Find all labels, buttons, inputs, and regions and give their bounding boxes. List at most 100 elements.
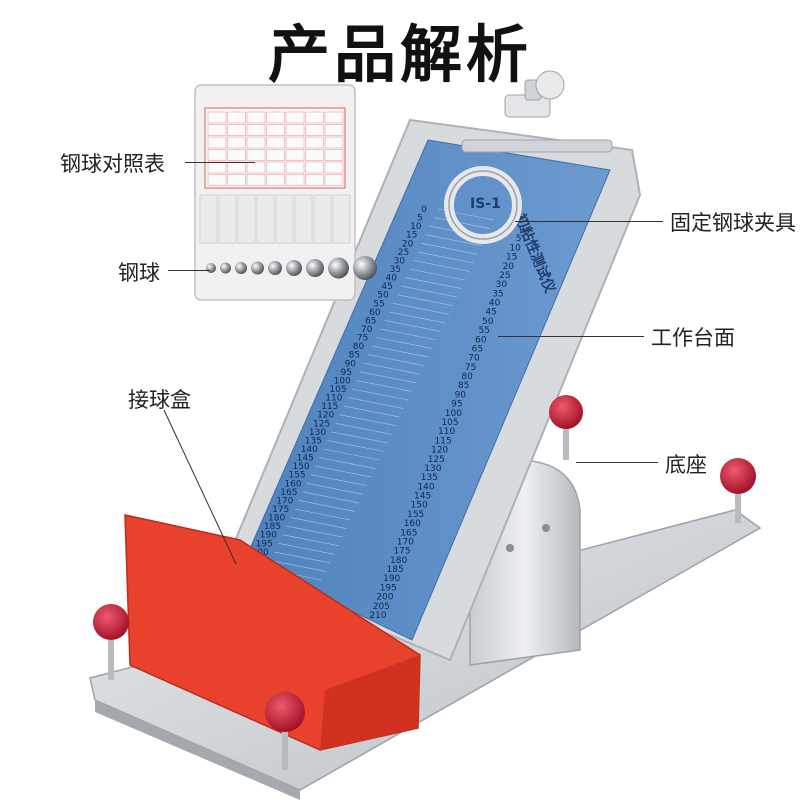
right-scale-label: 10	[509, 243, 521, 253]
chart-cell	[305, 136, 324, 149]
right-scale-label: 205	[373, 602, 390, 612]
right-scale-label: 35	[492, 289, 503, 299]
chart-cell	[207, 124, 227, 136]
right-scale-label: 90	[455, 390, 467, 400]
left-scale-label: 175	[272, 505, 289, 515]
scale-rule-line	[413, 260, 470, 272]
compartment	[313, 194, 332, 244]
right-scale-label: 190	[383, 574, 400, 584]
left-scale-label: 45	[381, 282, 392, 292]
steel-ball	[220, 262, 231, 274]
right-scale-label: 105	[441, 418, 458, 428]
right-scale-label: 155	[407, 510, 424, 520]
left-scale-label: 30	[394, 256, 406, 266]
chart-cell	[266, 161, 285, 174]
right-scale-label: 15	[506, 253, 517, 263]
left-scale-label: 130	[309, 428, 326, 438]
ball-clamp: IS-1	[444, 70, 613, 244]
chart-cell	[324, 161, 344, 174]
scale-rule-line	[319, 457, 376, 469]
right-scale-label: 185	[387, 565, 404, 575]
right-scale-label: 85	[458, 381, 469, 391]
right-scale-label: 150	[411, 501, 428, 511]
scale-markings: 0510152025303540455055606570758085909510…	[243, 205, 525, 621]
right-scale-label: 5	[516, 234, 522, 244]
scale-rule-line	[282, 534, 339, 546]
chart-cell	[246, 174, 266, 186]
left-scale-label: 20	[402, 239, 414, 249]
chart-cell	[266, 111, 285, 124]
left-scale-label: 85	[349, 351, 360, 361]
right-scale-label: 75	[465, 363, 476, 373]
leader-catch-box	[163, 409, 237, 565]
scale-rule-line	[335, 423, 392, 435]
left-scale-label: 165	[280, 488, 297, 498]
label-ball-chart: 钢球对照表	[60, 152, 165, 176]
steel-ball	[268, 261, 282, 275]
left-scale-label: 35	[390, 265, 401, 275]
left-scale-label: 80	[353, 342, 365, 352]
right-scale-label: 195	[380, 583, 397, 593]
scale-rule-line	[372, 345, 429, 358]
chart-cell	[227, 174, 246, 186]
scale-rule-line	[343, 405, 400, 418]
left-scale-label: 55	[373, 299, 384, 309]
right-scale-label: 45	[485, 308, 496, 318]
right-scale-label: 40	[489, 299, 501, 309]
scale-rule-line	[388, 311, 445, 324]
right-scale-label: 160	[404, 519, 421, 529]
left-scale-label: 160	[284, 479, 301, 489]
right-scale-label: 175	[393, 547, 410, 557]
right-scale-label: 210	[369, 611, 386, 621]
scale-rule-line	[278, 543, 335, 555]
compartment	[275, 194, 294, 244]
scale-rule-line	[433, 217, 490, 229]
chart-cell	[285, 136, 305, 149]
scale-rule-line	[392, 303, 450, 315]
chart-cell	[266, 174, 285, 186]
right-scale-label: 120	[431, 446, 448, 456]
left-scale-label: 145	[297, 454, 314, 464]
catch-box	[124, 514, 421, 751]
right-scale-label: 80	[461, 372, 473, 382]
scale-rule-line	[421, 243, 478, 255]
scale-rule-line	[360, 371, 417, 384]
left-scale-label: 50	[377, 291, 389, 301]
ball-chart-grid	[199, 111, 351, 244]
scale-rule-line	[368, 354, 425, 366]
leader-ball-chart	[185, 162, 255, 163]
chart-cell	[285, 149, 305, 161]
steel-ball	[306, 259, 324, 277]
steel-ball	[206, 263, 216, 273]
chart-cell	[246, 124, 266, 136]
base-plate-edge	[95, 700, 300, 800]
chart-cell	[285, 124, 305, 136]
right-scale-label: 20	[503, 262, 515, 272]
left-scale-label: 110	[325, 394, 342, 404]
compartment	[332, 194, 351, 244]
scale-rule-line	[310, 474, 368, 486]
right-scale-label: 180	[390, 556, 407, 566]
compartment	[237, 194, 256, 244]
left-scale-label: 185	[264, 522, 281, 532]
right-scale-label: 55	[479, 326, 490, 336]
steel-ball	[251, 261, 264, 275]
leader-steel-ball	[168, 270, 210, 271]
right-scale-label: 145	[414, 492, 431, 502]
steel-ball	[328, 257, 349, 279]
steel-ball	[235, 262, 247, 274]
chart-cell	[246, 161, 266, 174]
left-scale-label: 15	[406, 231, 417, 241]
right-scale-label: 140	[417, 482, 434, 492]
chart-cell	[207, 149, 227, 161]
chart-cell	[266, 136, 285, 149]
left-scale-label: 95	[340, 368, 351, 378]
chart-cell	[227, 124, 246, 136]
right-scale-label: 65	[472, 345, 483, 355]
scale-rule-line	[327, 440, 384, 452]
right-scale-label: 100	[445, 409, 462, 419]
scale-rule-line	[294, 508, 351, 521]
knob-back-left	[549, 395, 583, 460]
